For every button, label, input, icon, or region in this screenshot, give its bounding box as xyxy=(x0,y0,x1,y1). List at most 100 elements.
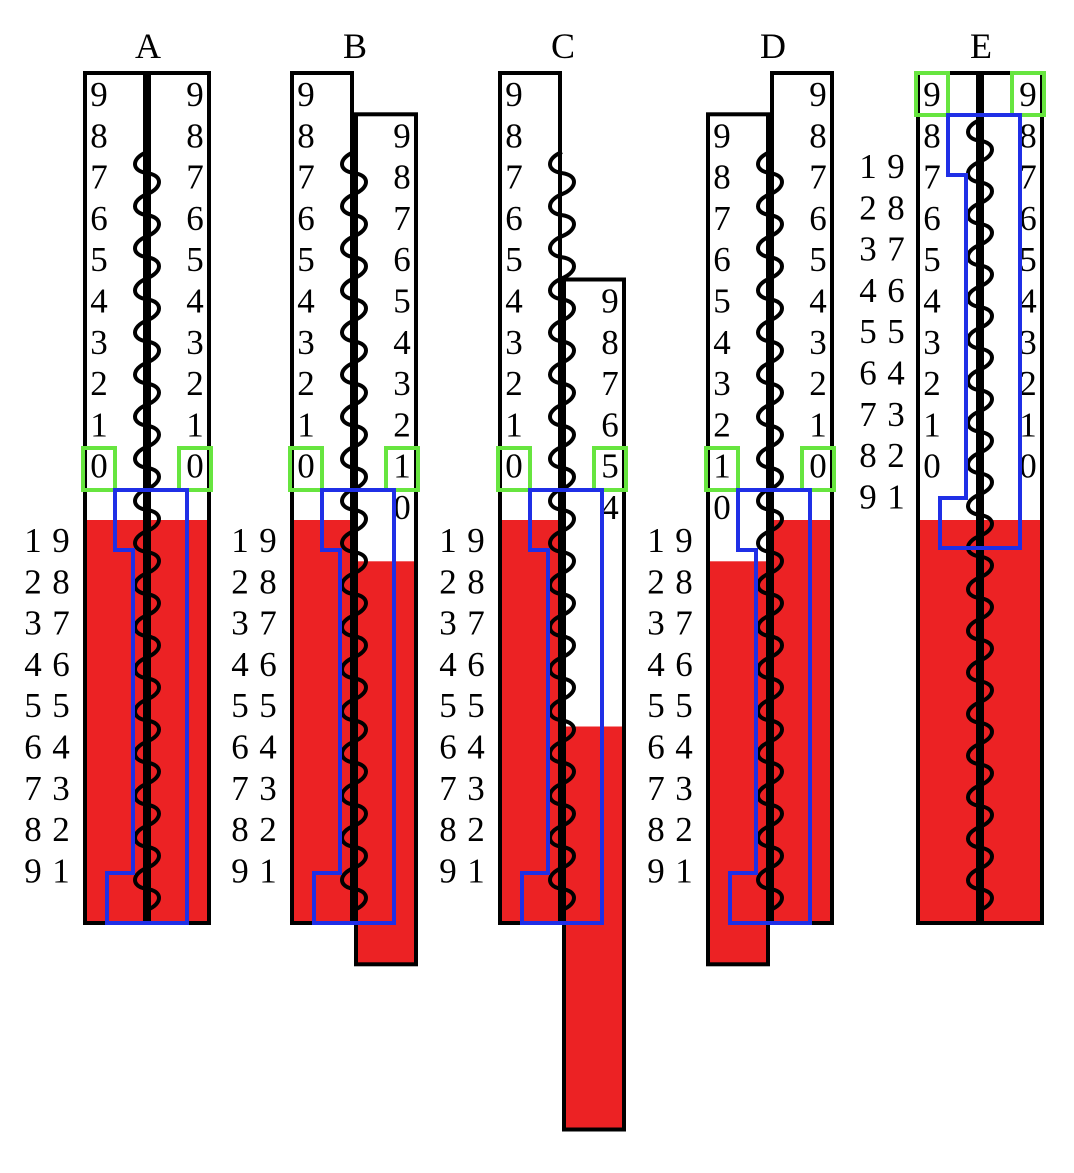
strip-digit-left: 2 xyxy=(297,364,315,403)
side-scale-red-digit: 7 xyxy=(647,769,665,808)
strip-digit-right: 5 xyxy=(809,240,827,279)
side-scale-black-digit: 2 xyxy=(467,810,485,849)
strip-digit-left: 6 xyxy=(90,199,108,238)
strip-digit-right: 2 xyxy=(186,364,204,403)
strip-digit-left: 4 xyxy=(505,282,523,321)
strip-digit-right: 5 xyxy=(1019,240,1037,279)
strip-digit-left: 5 xyxy=(923,240,941,279)
side-scale-black-digit: 2 xyxy=(675,810,693,849)
strip-digit-right: 9 xyxy=(1019,75,1037,114)
strip-digit-left: 9 xyxy=(90,75,108,114)
side-scale-red-digit: 6 xyxy=(859,354,877,393)
side-scale-black-digit: 9 xyxy=(887,147,905,186)
strip-digit-right: 5 xyxy=(393,282,411,321)
strip-digit-right: 6 xyxy=(601,405,619,444)
strip-digit-right: 7 xyxy=(601,364,619,403)
strip-digit-right: 2 xyxy=(1019,364,1037,403)
panel-label-a: A xyxy=(135,26,161,66)
strip-digit-right: 4 xyxy=(809,282,827,321)
side-scale-red-digit: 4 xyxy=(859,271,877,310)
strip-outline-right xyxy=(354,112,418,967)
side-scale-black-digit: 6 xyxy=(887,271,905,310)
strip-digit-left: 8 xyxy=(90,116,108,155)
side-scale-red-digit: 7 xyxy=(231,769,249,808)
side-scale-red-digit: 4 xyxy=(439,645,457,684)
side-scale-black-digit: 2 xyxy=(259,810,277,849)
strip-digit-left: 3 xyxy=(505,323,523,362)
side-scale-black-digit: 1 xyxy=(259,851,277,890)
strip-digit-right: 1 xyxy=(809,405,827,444)
strip-digit-left: 8 xyxy=(505,116,523,155)
side-scale-black-digit: 5 xyxy=(467,686,485,725)
strip-digit-right: 8 xyxy=(1019,116,1037,155)
side-scale-red-digit: 1 xyxy=(439,521,457,560)
side-scale-black-digit: 3 xyxy=(52,769,70,808)
side-scale-red-digit: 1 xyxy=(24,521,42,560)
side-scale-red-digit: 2 xyxy=(231,562,249,601)
strip-digit-left: 6 xyxy=(505,199,523,238)
strip-digit-left: 5 xyxy=(90,240,108,279)
strip-digit-right: 3 xyxy=(809,323,827,362)
zigzag-channel xyxy=(133,150,161,912)
side-scale-black-digit: 2 xyxy=(887,436,905,475)
side-scale-red-digit: 6 xyxy=(231,728,249,767)
panel-label-e: E xyxy=(970,26,992,66)
side-scale-red-digit: 4 xyxy=(647,645,665,684)
strip-digit-left: 8 xyxy=(713,158,731,197)
strip-digit-right: 9 xyxy=(809,75,827,114)
strip-digit-right: 8 xyxy=(186,116,204,155)
strip-digit-left: 1 xyxy=(923,405,941,444)
strip-digit-right: 3 xyxy=(186,323,204,362)
side-scale-red-digit: 1 xyxy=(859,147,877,186)
side-scale-black-digit: 9 xyxy=(675,521,693,560)
selection-box-right xyxy=(1010,71,1046,117)
carry-path xyxy=(728,488,812,925)
strip-digit-left: 7 xyxy=(923,158,941,197)
strip-digit-left: 0 xyxy=(297,447,315,486)
side-scale-black-digit: 7 xyxy=(52,604,70,643)
side-scale-black-digit: 1 xyxy=(887,477,905,516)
side-scale-red-digit: 3 xyxy=(231,604,249,643)
side-scale-red-digit: 7 xyxy=(439,769,457,808)
strip-digit-left: 4 xyxy=(713,323,731,362)
side-scale-red-digit: 5 xyxy=(859,312,877,351)
selection-box-right xyxy=(177,446,213,492)
side-scale-red-digit: 6 xyxy=(439,728,457,767)
side-scale-black-digit: 7 xyxy=(259,604,277,643)
side-scale-red-digit: 1 xyxy=(647,521,665,560)
strip-digit-left: 4 xyxy=(923,282,941,321)
side-scale-red-digit: 8 xyxy=(439,810,457,849)
strip-digit-left: 9 xyxy=(297,75,315,114)
side-scale-black-digit: 8 xyxy=(467,562,485,601)
panel-label-c: C xyxy=(551,26,575,66)
strip-digit-right: 6 xyxy=(186,199,204,238)
strip-digit-left: 9 xyxy=(505,75,523,114)
strip-digit-left: 4 xyxy=(297,282,315,321)
side-scale-black-digit: 4 xyxy=(259,728,277,767)
strip-digit-right: 9 xyxy=(393,116,411,155)
side-scale-red-digit: 6 xyxy=(647,728,665,767)
side-scale-red-digit: 3 xyxy=(647,604,665,643)
side-scale-red-digit: 3 xyxy=(24,604,42,643)
side-scale-black-digit: 5 xyxy=(675,686,693,725)
side-scale-red-digit: 5 xyxy=(647,686,665,725)
side-scale-black-digit: 4 xyxy=(52,728,70,767)
strip-digit-right: 6 xyxy=(393,240,411,279)
strip-digit-right: 5 xyxy=(186,240,204,279)
strip-digit-right: 7 xyxy=(1019,158,1037,197)
side-scale-black-digit: 9 xyxy=(259,521,277,560)
strip-digit-right: 6 xyxy=(1019,199,1037,238)
carry-path xyxy=(520,488,604,925)
side-scale-red-digit: 3 xyxy=(439,604,457,643)
side-scale-black-digit: 1 xyxy=(675,851,693,890)
panel-label-b: B xyxy=(343,26,367,66)
side-scale-black-digit: 6 xyxy=(52,645,70,684)
side-scale-red-digit: 5 xyxy=(439,686,457,725)
strip-red-right xyxy=(564,726,624,1130)
side-scale-red-digit: 9 xyxy=(24,851,42,890)
carry-path xyxy=(938,113,1022,550)
strip-digit-right: 3 xyxy=(393,364,411,403)
side-scale-red-digit: 9 xyxy=(439,851,457,890)
